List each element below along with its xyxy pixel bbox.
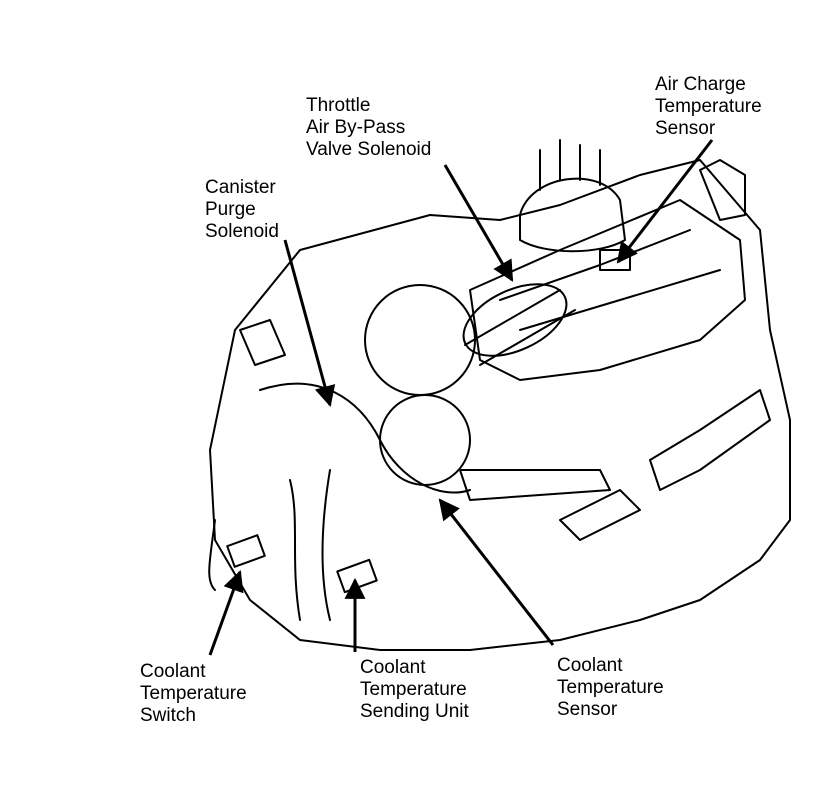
leader-coolant-sensor [438, 498, 555, 646]
distributor [519, 177, 626, 253]
leader-canister [283, 239, 336, 408]
sending-unit-body [336, 558, 378, 594]
label-line: Canister [205, 177, 276, 198]
label-line: Switch [140, 705, 196, 726]
leader-coolant-switch [208, 570, 244, 656]
coolant-housing [379, 394, 471, 486]
engine-block-outline [209, 159, 791, 651]
label-line: Valve Solenoid [306, 139, 432, 160]
label-coolant-temperature-sensor: Coolant Temperature Sensor [557, 655, 664, 721]
label-canister-purge-solenoid: Canister Purge Solenoid [205, 177, 279, 243]
throttle-body [462, 283, 568, 357]
label-line: Sensor [557, 699, 618, 720]
label-line: Coolant [557, 655, 623, 676]
label-line: Sensor [655, 118, 716, 139]
label-coolant-temperature-sending-unit: Coolant Temperature Sending Unit [360, 657, 469, 723]
label-line: Sending Unit [360, 701, 469, 722]
label-throttle-air-bypass-valve-solenoid: Throttle Air By-Pass Valve Solenoid [306, 95, 431, 161]
label-line: Throttle [306, 95, 371, 116]
label-line: Purge [205, 199, 256, 220]
label-line: Coolant [360, 657, 426, 678]
label-line: Air Charge [655, 74, 746, 95]
label-line: Coolant [140, 661, 206, 682]
label-line: Solenoid [205, 221, 279, 242]
label-air-charge-temperature-sensor: Air Charge Temperature Sensor [655, 74, 762, 140]
coolant-switch-body [226, 534, 266, 568]
label-line: Temperature [360, 679, 467, 700]
leader-air-charge [616, 139, 714, 264]
label-line: Temperature [140, 683, 247, 704]
leader-throttle [443, 164, 514, 282]
label-coolant-temperature-switch: Coolant Temperature Switch [140, 661, 247, 727]
label-line: Temperature [557, 677, 664, 698]
label-line: Temperature [655, 96, 762, 117]
intake-plenum [469, 199, 746, 381]
label-line: Air By-Pass [306, 117, 406, 138]
air-cleaner-dome [364, 284, 476, 396]
